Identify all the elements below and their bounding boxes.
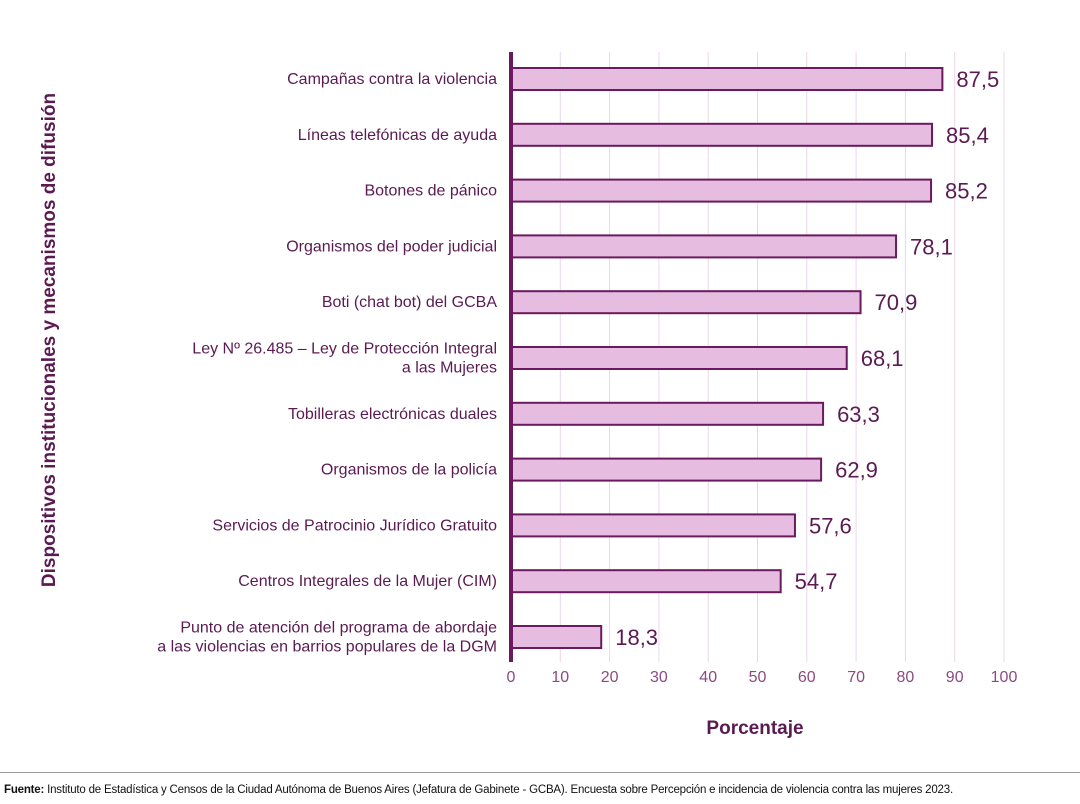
bar-0 [510,67,944,91]
category-label-10: Punto de atención del programa de aborda… [157,620,497,656]
value-label-3: 78,1 [910,234,953,259]
x-tick-10: 10 [551,669,569,686]
value-label-5: 68,1 [861,346,904,371]
bar-7 [510,457,823,482]
footer-divider [0,772,1080,773]
category-label-2: Botones de pánico [364,183,497,200]
value-label-7: 62,9 [835,458,878,483]
category-label-8: Servicios de Patrocinio Jurídico Gratuit… [212,517,497,534]
category-label-6: Tobilleras electrónicas duales [288,406,497,423]
category-label-0: Campañas contra la violencia [287,71,497,88]
value-label-9: 54,7 [795,569,838,594]
x-tick-30: 30 [650,669,668,686]
category-label-1: Líneas telefónicas de ayuda [298,127,497,144]
bar-8 [510,513,796,538]
category-label-5: Ley Nº 26.485 – Ley de Protección Integr… [192,341,497,377]
y-axis-title: Dispositivos institucionales y mecanismo… [39,93,60,587]
value-labels: 87,5 85,4 85,2 78,1 70,9 68,1 63,3 62,9 57,6 54,7… [615,67,999,650]
bar-9 [510,569,782,594]
x-tick-40: 40 [699,669,717,686]
x-tick-100: 100 [991,669,1018,686]
value-label-2: 85,2 [945,179,988,204]
value-label-10: 18,3 [615,625,658,650]
x-axis-title: Porcentaje [706,718,803,739]
x-tick-90: 90 [946,669,964,686]
bar-5 [510,346,848,370]
x-tick-0: 0 [507,669,516,686]
source-label: Fuente: [4,784,45,796]
value-label-0: 87,5 [956,67,999,92]
bar-4 [510,290,862,315]
source-note: Fuente: Instituto de Estadística y Censo… [4,784,953,796]
value-label-4: 70,9 [875,290,918,315]
x-tick-labels: 0 10 20 30 40 50 60 70 80 90 100 [507,669,1018,686]
bar-10 [510,625,603,649]
category-label-9: Centros Integrales de la Mujer (CIM) [238,573,497,590]
value-label-6: 63,3 [837,402,880,427]
bar-6 [510,401,825,426]
x-tick-20: 20 [601,669,619,686]
bar-3 [510,234,898,259]
bar-2 [510,178,933,203]
source-text: Instituto de Estadística y Censos de la … [44,784,953,796]
value-label-8: 57,6 [809,513,852,538]
category-label-3: Organismos del poder judicial [286,238,497,255]
value-label-1: 85,4 [946,123,989,148]
bar-1 [510,122,934,147]
x-tick-50: 50 [749,669,767,686]
bars [510,67,944,649]
x-tick-80: 80 [897,669,915,686]
category-label-4: Boti (chat bot) del GCBA [322,294,498,311]
x-tick-60: 60 [798,669,816,686]
x-tick-70: 70 [847,669,865,686]
category-label-7: Organismos de la policía [321,462,497,479]
